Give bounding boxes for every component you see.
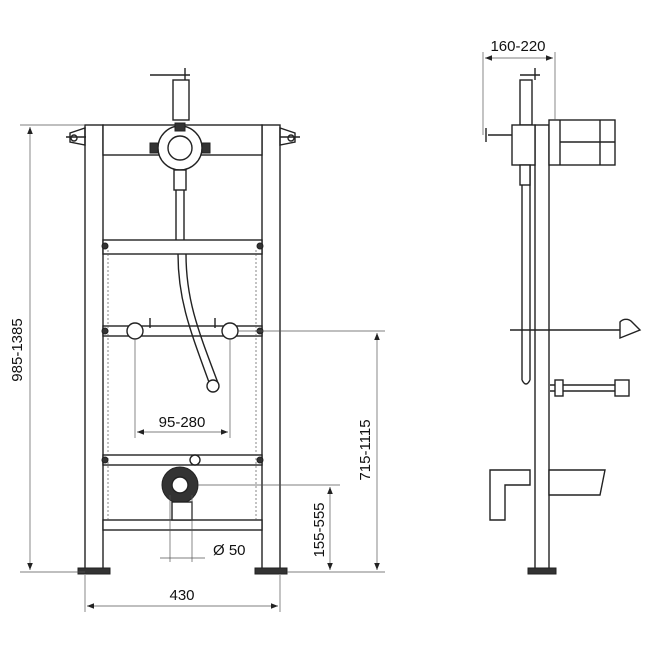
label-drain-diameter: Ø 50: [213, 542, 246, 559]
side-view-frame: [489, 119, 642, 575]
label-connection-spacing: 95-280: [159, 414, 206, 431]
dimension-drain-height: 155-555: [198, 484, 340, 570]
dimension-side-depth: 160-220: [482, 38, 556, 135]
label-frame-width: 430: [169, 587, 194, 604]
label-side-depth: 160-220: [490, 38, 545, 55]
drain-elbow: [161, 454, 201, 521]
connection-bracket: [126, 318, 239, 340]
dimension-frame-width: 430: [84, 575, 281, 612]
label-connection-height: 715-1115: [357, 419, 374, 480]
side-view-valve: [485, 68, 540, 186]
mixer-valve: [149, 68, 220, 393]
dimension-connection-height: 715-1115: [238, 330, 385, 573]
label-drain-height: 155-555: [311, 502, 328, 557]
dimension-drain-diameter: Ø 50: [160, 495, 246, 562]
dimension-connection-spacing: 95-280: [134, 340, 231, 438]
dimension-total-height: 985-1385: [9, 124, 85, 573]
label-total-height: 985-1385: [9, 318, 26, 381]
front-view-frame: [66, 124, 300, 575]
